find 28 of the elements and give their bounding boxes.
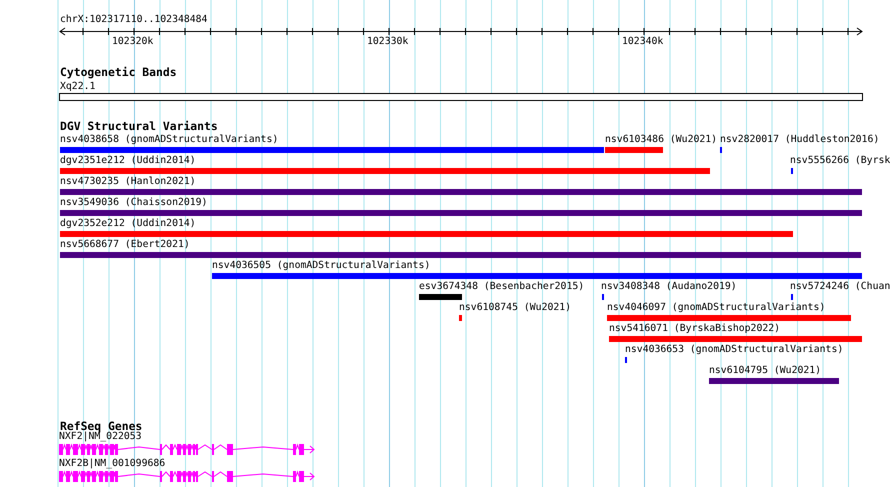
track-heading: RefSeq Genes [60, 421, 142, 432]
feature-label: nsv6104795 (Wu2021) [709, 365, 822, 376]
feature-label: NXF2B|NM_001099686 [59, 458, 166, 469]
tick-label: 102320k [112, 36, 154, 47]
feature-label: nsv4046097 (gnomADStructuralVariants) [607, 302, 826, 313]
feature-label: dgv2352e212 (Uddin2014) [60, 218, 197, 229]
feature-label: nsv4036653 (gnomADStructuralVariants) [625, 344, 844, 355]
feature-label: nsv5416071 (ByrskaBishop2022) [609, 323, 782, 334]
feature-label: NXF2|NM_022053 [59, 431, 143, 442]
tick-label: 102340k [622, 36, 664, 47]
feature-label: nsv5724246 (Chuan [790, 281, 890, 292]
feature-label: nsv3549036 (Chaisson2019) [60, 197, 208, 208]
feature-label: nsv2820017 (Huddleston2016) [720, 134, 880, 145]
axis-range-label: chrX:102317110..102348484 [60, 14, 208, 25]
feature-label: nsv4038658 (gnomADStructuralVariants) [60, 134, 280, 145]
feature-label: nsv6108745 (Wu2021) [459, 302, 572, 313]
feature-label: nsv3408348 (Audano2019) [601, 281, 737, 292]
track-heading: DGV Structural Variants [60, 121, 218, 132]
tick-label: 102330k [367, 36, 408, 47]
feature-label: nsv4730235 (Hanlon2021) [60, 176, 197, 187]
feature-label: dgv2351e212 (Uddin2014) [60, 155, 197, 166]
band-label: Xq22.1 [60, 81, 96, 92]
feature-label: nsv5556266 (Byrsk [790, 155, 890, 166]
feature-label: nsv5668677 (Ebert2021) [60, 239, 191, 250]
feature-label: nsv4036505 (gnomADStructuralVariants) [212, 260, 432, 271]
feature-label: esv3674348 (Besenbacher2015) [419, 281, 584, 292]
track-heading: Cytogenetic Bands [60, 67, 177, 78]
feature-label: nsv6103486 (Wu2021) [605, 134, 718, 145]
